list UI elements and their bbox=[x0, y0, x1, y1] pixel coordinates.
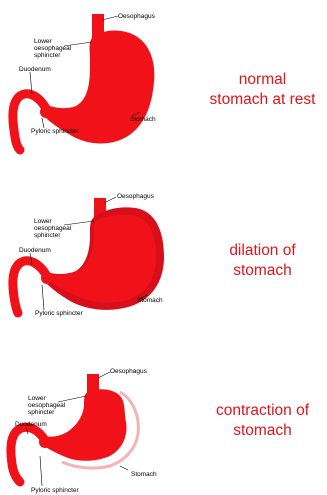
pyloric-sphincter-shape bbox=[39, 436, 51, 448]
panel-normal: Oesophagus Lower oesophageal sphincter D… bbox=[0, 0, 327, 165]
label-stomach: Stomach bbox=[131, 471, 157, 478]
duodenum-shape bbox=[11, 427, 46, 482]
label-duodenum: Duodenum bbox=[19, 66, 51, 73]
pyloric-sphincter-shape bbox=[41, 272, 53, 284]
label-stomach: Stomach bbox=[137, 297, 163, 304]
label-lower-oesophageal-sphincter: Lower oesophageal sphincter bbox=[34, 218, 71, 239]
label-oesophagus: Oesophagus bbox=[110, 368, 147, 375]
panel-dilation: Oesophagus Lower oesophageal sphincter D… bbox=[0, 165, 327, 330]
panel-contraction: Oesophagus Lower oesophageal sphincter D… bbox=[0, 330, 327, 495]
label-lower-oesophageal-sphincter: Lower oesophageal sphincter bbox=[28, 395, 65, 416]
label-stomach: Stomach bbox=[130, 116, 156, 123]
caption-normal: normal stomach at rest bbox=[200, 70, 325, 110]
caption-dilation: dilation of stomach bbox=[200, 241, 325, 281]
label-pyloric-sphincter: Pyloric sphincter bbox=[35, 310, 83, 317]
caption-contraction: contraction of stomach bbox=[200, 401, 325, 441]
label-pyloric-sphincter: Pyloric sphincter bbox=[31, 487, 79, 494]
pyloric-sphincter-shape bbox=[40, 106, 52, 118]
label-pyloric-sphincter: Pyloric sphincter bbox=[31, 128, 79, 135]
label-duodenum: Duodenum bbox=[15, 421, 47, 428]
label-oesophagus: Oesophagus bbox=[117, 193, 154, 200]
label-duodenum: Duodenum bbox=[19, 247, 51, 254]
label-lower-oesophageal-sphincter: Lower oesophageal sphincter bbox=[34, 38, 71, 59]
duodenum-shape bbox=[13, 261, 48, 313]
label-oesophagus: Oesophagus bbox=[118, 13, 155, 20]
